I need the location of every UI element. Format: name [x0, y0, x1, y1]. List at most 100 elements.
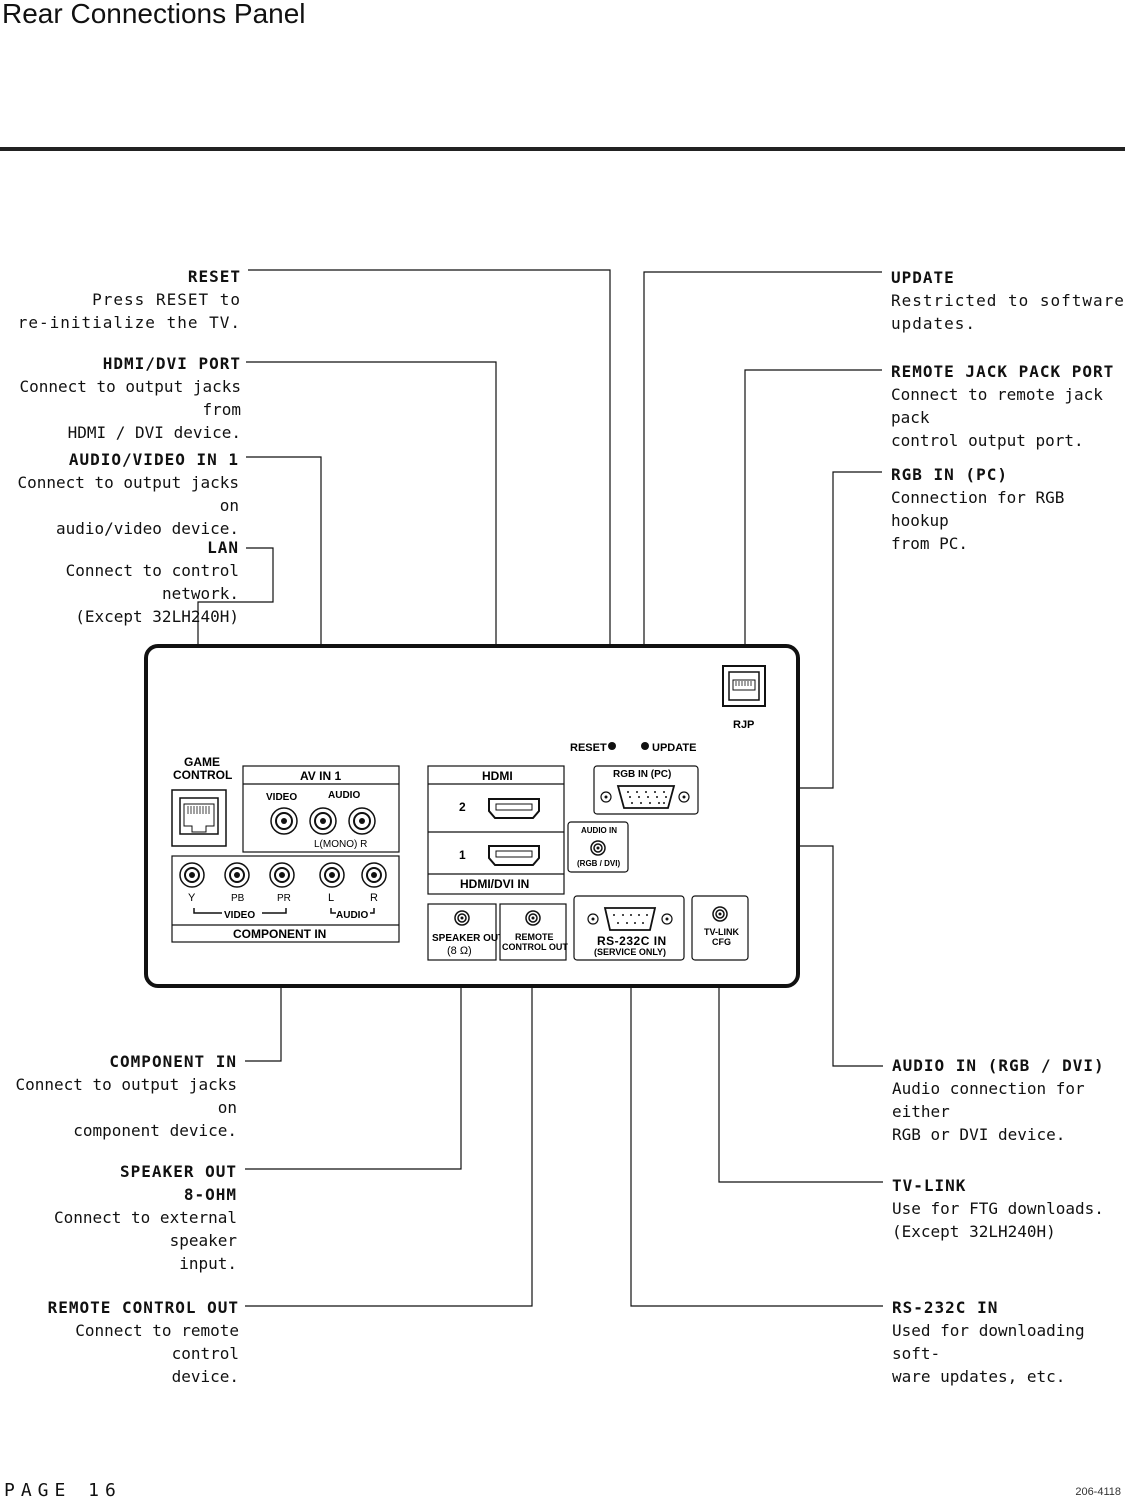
av-audio-l-jack[interactable]: [309, 807, 337, 835]
av-video-jack[interactable]: [270, 807, 298, 835]
callout-rs232c-in: RS-232C IN Used for downloading soft- wa…: [892, 1296, 1125, 1388]
audio-in-label: AUDIO IN: [581, 826, 617, 835]
update-button[interactable]: [641, 742, 649, 750]
callout-desc: Use for FTG downloads. (Except 32LH240H): [892, 1199, 1104, 1241]
audio-in-rgb-dvi-label: (RGB / DVI): [577, 859, 620, 868]
callout-remote-control-out: REMOTE CONTROL OUT Connect to remote con…: [0, 1296, 239, 1388]
audio-in-box: [567, 821, 629, 873]
callout-update: UPDATE Restricted to software updates.: [891, 266, 1125, 335]
comp-l-label: L: [328, 892, 334, 904]
remote-label: REMOTE: [515, 932, 554, 942]
leader-lines: [197, 269, 883, 1307]
component-in-label: COMPONENT IN: [233, 927, 326, 941]
callout-title: TV-LINK: [892, 1176, 967, 1195]
component-jacks: [179, 862, 387, 888]
callout-desc: Connect to output jacks from HDMI / DVI …: [19, 377, 241, 442]
game-control-label-2: CONTROL: [173, 768, 232, 782]
rgb-in-port[interactable]: [600, 785, 690, 809]
callout-remote-jack-pack: REMOTE JACK PACK PORT Connect to remote …: [891, 360, 1125, 452]
av-mono-label: L(MONO) R: [314, 839, 367, 850]
tv-link-jack[interactable]: [712, 906, 728, 922]
comp-pr-label: PR: [277, 893, 291, 904]
callout-title: AUDIO IN (RGB / DVI): [892, 1056, 1105, 1075]
av-jacks: [270, 807, 376, 835]
rs232c-port[interactable]: [587, 907, 673, 931]
comp-pr-jack[interactable]: [269, 862, 295, 888]
av-in-1-box: [242, 765, 400, 853]
game-control-port[interactable]: [171, 789, 227, 847]
callout-title: COMPONENT IN: [109, 1052, 237, 1071]
speaker-out-jack[interactable]: [454, 910, 470, 926]
remote-control-out-jack[interactable]: [525, 910, 541, 926]
panel-outline: [144, 644, 800, 988]
tv-link-label: TV-LINK: [704, 927, 739, 937]
callout-tv-link: TV-LINK Use for FTG downloads. (Except 3…: [892, 1174, 1104, 1243]
page-number: PAGE 16: [4, 1480, 122, 1501]
callout-desc: Used for downloading soft- ware updates,…: [892, 1321, 1085, 1386]
rs232c-box: [573, 895, 685, 961]
rgb-in-label: RGB IN (PC): [613, 769, 671, 780]
callout-speaker-out: SPEAKER OUT 8-OHM Connect to external sp…: [0, 1160, 237, 1275]
audio-in-jack[interactable]: [590, 840, 606, 856]
callout-title: RESET: [187, 267, 241, 286]
callout-desc: Restricted to software updates.: [891, 291, 1125, 333]
rjp-port[interactable]: [722, 665, 766, 707]
comp-pb-jack[interactable]: [224, 862, 250, 888]
speaker-out-label: SPEAKER OUT: [432, 933, 504, 944]
comp-pb-label: PB: [231, 893, 245, 904]
remote-out-box: [499, 903, 567, 961]
update-label: UPDATE: [652, 742, 696, 754]
callout-desc: Connect to external speaker input.: [53, 1208, 237, 1273]
comp-r-label: R: [370, 892, 378, 904]
comp-y-label: Y: [188, 892, 196, 904]
callout-title: REMOTE CONTROL OUT: [47, 1298, 239, 1317]
tv-link-cfg-label: CFG: [712, 937, 731, 947]
leader-rgb: [698, 471, 882, 789]
control-out-label: CONTROL OUT: [502, 942, 568, 952]
component-in-box: [171, 855, 400, 943]
rgb-in-box: [593, 765, 699, 815]
leader-av-in: [246, 456, 322, 748]
comp-audio-bracket: [330, 908, 336, 914]
callout-desc: Connection for RGB hookup from PC.: [891, 488, 1065, 553]
callout-title: SPEAKER OUT 8-OHM: [120, 1162, 237, 1204]
callout-component-in: COMPONENT IN Connect to output jacks on …: [0, 1050, 237, 1142]
av-audio-r-jack[interactable]: [348, 807, 376, 835]
comp-l-jack[interactable]: [319, 862, 345, 888]
callout-desc: Connect to remote jack pack control outp…: [891, 385, 1103, 450]
speaker-out-box: [427, 903, 497, 961]
callout-title: RS-232C IN: [892, 1298, 999, 1317]
game-control-label-1: GAME: [184, 755, 220, 769]
leader-tv-link: [718, 950, 883, 1183]
leader-component: [245, 962, 282, 1062]
av-video-label: VIDEO: [266, 792, 297, 803]
comp-r-jack[interactable]: [361, 862, 387, 888]
av-audio-label: AUDIO: [328, 790, 360, 801]
hdmi-2-label: 2: [459, 800, 466, 814]
callout-desc: Connect to control network. (Except 32LH…: [65, 561, 239, 626]
leader-remote-out: [245, 964, 533, 1307]
rs232c-service-label: (SERVICE ONLY): [594, 947, 666, 957]
leader-update: [643, 271, 882, 740]
callout-title: UPDATE: [891, 268, 955, 287]
speaker-ohm-label: (8 Ω): [447, 945, 472, 957]
callout-desc: Audio connection for either RGB or DVI d…: [892, 1079, 1085, 1144]
reset-label: RESET: [570, 742, 607, 754]
comp-audio-label: AUDIO: [336, 910, 368, 921]
leader-hdmi: [246, 361, 497, 748]
comp-video-label: VIDEO: [224, 910, 255, 921]
hdmi-box: [427, 765, 565, 895]
callout-desc: Connect to output jacks on component dev…: [15, 1075, 237, 1140]
page-title: Rear Connections Panel: [2, 0, 306, 29]
callout-title: AUDIO/VIDEO IN 1: [68, 450, 239, 469]
leader-reset: [248, 269, 611, 740]
hdmi-2-port[interactable]: [488, 798, 540, 819]
comp-video-bracket: [193, 908, 222, 914]
comp-y-jack[interactable]: [179, 862, 205, 888]
tv-link-box: [691, 895, 749, 961]
callout-title: REMOTE JACK PACK PORT: [891, 362, 1115, 381]
reset-button[interactable]: [608, 742, 616, 750]
callout-title: HDMI/DVI PORT: [102, 354, 241, 373]
hdmi-1-port[interactable]: [488, 845, 540, 866]
callout-rgb-in-pc: RGB IN (PC) Connection for RGB hookup fr…: [891, 463, 1125, 555]
